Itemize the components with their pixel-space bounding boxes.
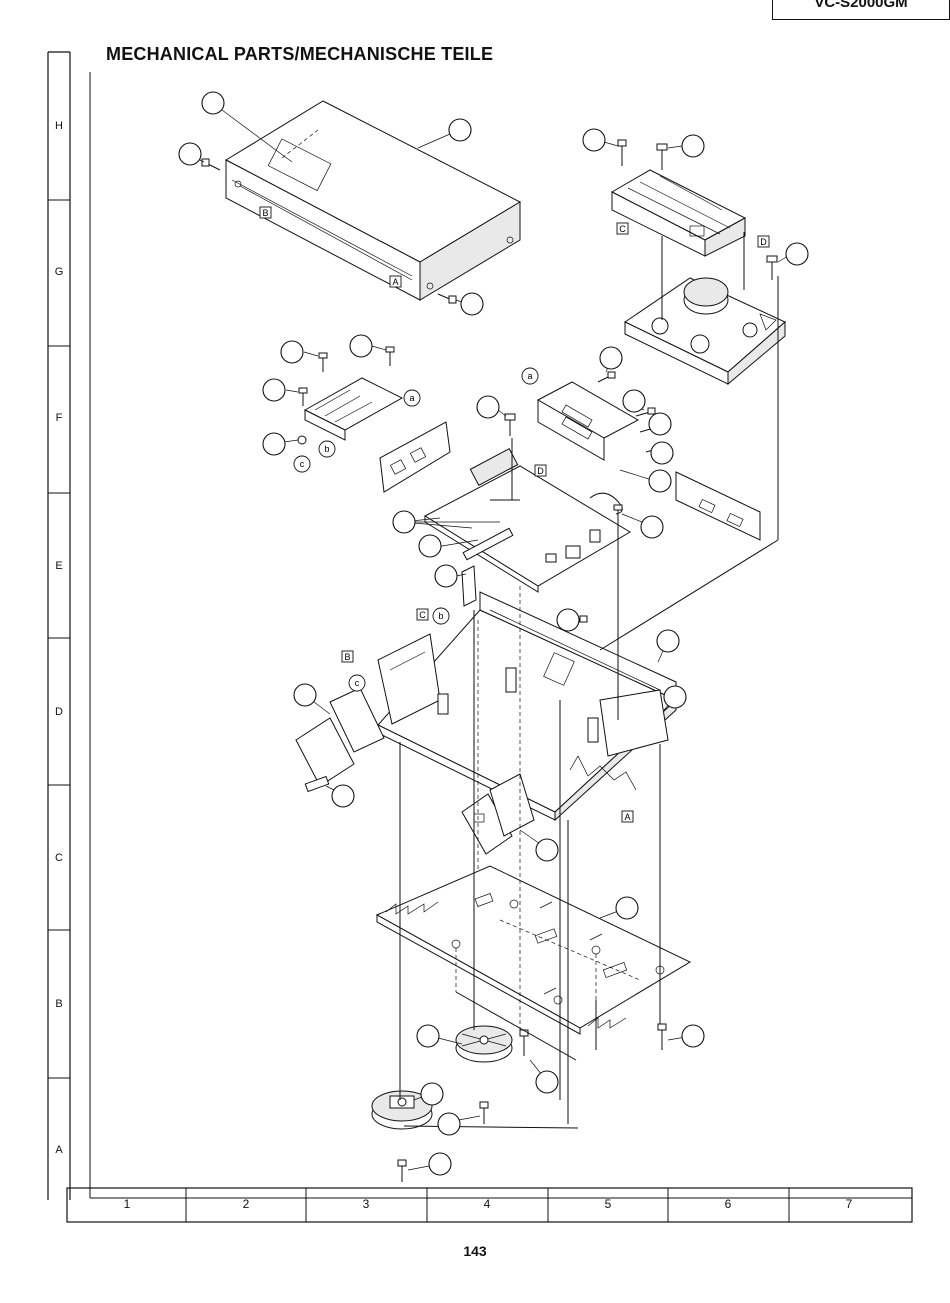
callout-circle bbox=[651, 442, 673, 464]
screw bbox=[505, 414, 515, 436]
side-pcb-left bbox=[380, 422, 450, 492]
screw bbox=[767, 256, 777, 280]
circled-tag: a bbox=[409, 393, 414, 403]
callout-circle bbox=[294, 684, 316, 706]
callout-circle bbox=[461, 293, 483, 315]
callout-circle bbox=[429, 1153, 451, 1175]
callout-circle bbox=[583, 129, 605, 151]
screw bbox=[398, 1160, 406, 1182]
circled-tag: c bbox=[355, 678, 360, 688]
main-chassis bbox=[378, 592, 676, 820]
callout-circle bbox=[536, 1071, 558, 1093]
callout-circle bbox=[600, 347, 622, 369]
callout-circle bbox=[623, 390, 645, 412]
callout-circle bbox=[682, 1025, 704, 1047]
circled-tag: c bbox=[300, 459, 305, 469]
callout-circle bbox=[641, 516, 663, 538]
boxed-tag: A bbox=[624, 812, 630, 822]
screw bbox=[202, 159, 220, 170]
cassette-housing bbox=[612, 170, 745, 256]
callout-circle bbox=[179, 143, 201, 165]
callout-circle bbox=[419, 535, 441, 557]
callout-circle bbox=[350, 335, 372, 357]
small-board-center bbox=[462, 774, 534, 854]
screw bbox=[438, 294, 456, 303]
callout-circle bbox=[649, 470, 671, 492]
boxed-tag: C bbox=[619, 224, 626, 234]
circled-tag: b bbox=[438, 611, 443, 621]
callout-circle bbox=[682, 135, 704, 157]
callout-circle bbox=[449, 119, 471, 141]
screw bbox=[614, 505, 622, 524]
callout-circle bbox=[786, 243, 808, 265]
callout-circle bbox=[438, 1113, 460, 1135]
bottom-plate bbox=[377, 866, 690, 1034]
screw bbox=[520, 1030, 528, 1056]
callout-circle bbox=[649, 413, 671, 435]
callout-circle bbox=[477, 396, 499, 418]
callout-circle bbox=[435, 565, 457, 587]
screw bbox=[658, 1024, 666, 1050]
callout-circle bbox=[657, 630, 679, 652]
screw bbox=[319, 353, 327, 372]
callout-circle bbox=[263, 433, 285, 455]
foot-upper bbox=[456, 1026, 512, 1062]
boxed-tag: B bbox=[344, 652, 350, 662]
boxed-tag: A bbox=[392, 277, 398, 287]
callout-circle bbox=[393, 511, 415, 533]
bracket-small bbox=[462, 566, 476, 606]
boxed-tag: B bbox=[262, 208, 268, 218]
callout-circle bbox=[616, 897, 638, 919]
callout-circle bbox=[536, 839, 558, 861]
callout-circle bbox=[263, 379, 285, 401]
screw bbox=[657, 144, 667, 170]
circled-tag: b bbox=[324, 444, 329, 454]
top-cover bbox=[226, 101, 520, 300]
washer bbox=[298, 436, 306, 444]
screw bbox=[480, 1102, 488, 1124]
callout-circle bbox=[202, 92, 224, 114]
screw bbox=[299, 388, 307, 406]
callout-circle bbox=[281, 341, 303, 363]
screw bbox=[598, 372, 615, 382]
screw bbox=[386, 347, 394, 366]
bracket bbox=[305, 378, 402, 440]
screw bbox=[618, 140, 626, 166]
callout-circle bbox=[421, 1083, 443, 1105]
boxed-tag: D bbox=[537, 466, 544, 476]
boxed-tag: C bbox=[419, 610, 426, 620]
circled-tag: a bbox=[527, 371, 532, 381]
boxed-tag: D bbox=[760, 237, 767, 247]
callout-circle bbox=[332, 785, 354, 807]
page-number: 143 bbox=[0, 1243, 950, 1259]
callout-circle bbox=[664, 686, 686, 708]
tape-mechanism bbox=[625, 278, 785, 384]
side-pcb-right bbox=[676, 472, 760, 540]
front-bracket bbox=[538, 382, 638, 460]
callout-circle bbox=[417, 1025, 439, 1047]
callout-circle bbox=[557, 609, 579, 631]
